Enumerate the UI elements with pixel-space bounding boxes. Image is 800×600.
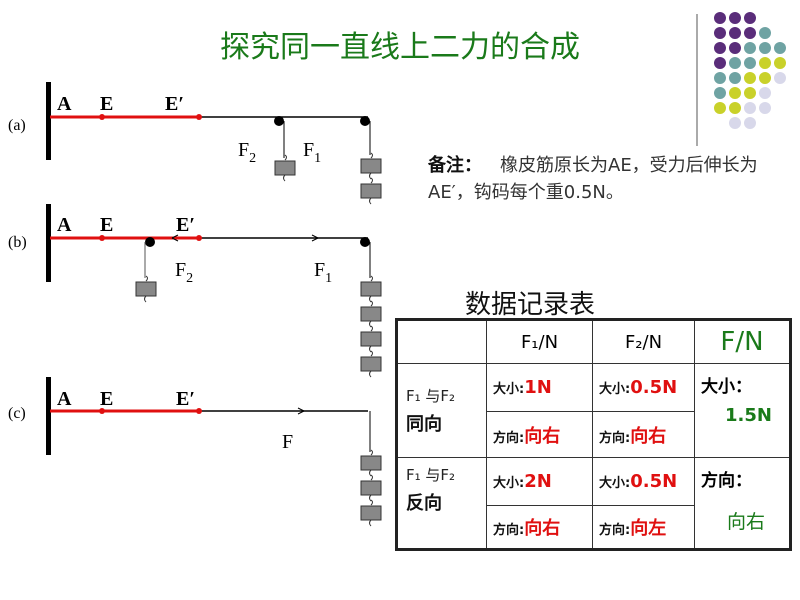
f-direction: 向右 [727,511,766,533]
f2-dir: 向右 [630,425,667,447]
decor-dot [744,87,756,99]
svg-text:(b): (b) [8,234,27,251]
decor-dot [714,57,726,69]
svg-text:F2: F2 [238,139,256,166]
decor-dot [729,72,741,84]
decor-dot [714,102,726,114]
decor-dot [759,102,771,114]
note: 备注：橡皮筋原长为AE，受力后伸长为AE′，钩码每个重0.5N。 [428,152,768,206]
f2-size: 0.5N [630,471,678,492]
diagram-c: (c) A E E′ F [8,377,382,527]
svg-text:E′: E′ [176,214,195,236]
svg-text:A: A [57,388,72,410]
svg-text:(c): (c) [8,405,26,422]
f2-size: 0.5N [630,377,678,398]
decor-dot [759,57,771,69]
svg-text:E′: E′ [165,93,184,115]
decor-dot [759,27,771,39]
decor-dot [759,87,771,99]
table-title: 数据记录表 [464,290,595,320]
decor-dot [744,27,756,39]
svg-text:F: F [282,431,293,453]
f1-size: 2N [524,471,552,492]
decor-dot [714,87,726,99]
decor-dot [759,72,771,84]
note-heading: 备注： [428,155,482,176]
decor-dot [774,42,786,54]
svg-text:F2: F2 [175,259,193,286]
svg-text:F1: F1 [303,139,321,166]
decor-dot [729,117,741,129]
f2-dir: 向左 [630,518,667,539]
f1-dir: 向右 [524,518,561,539]
experiment-diagram: (a) A E E′ F2 F1 (b) A E E′ F2 F1 (c) A … [8,82,382,527]
decor-dot [729,42,741,54]
decor-dot [774,72,786,84]
decor-dot [714,42,726,54]
decor-dot [729,87,741,99]
decor-dot [714,27,726,39]
diagram-b: (b) A E E′ F2 F1 [8,204,382,378]
decor-dot [729,102,741,114]
decor-dot [759,42,771,54]
svg-text:F1: F1 [314,259,332,286]
decor-dot [744,12,756,24]
svg-text:E: E [100,214,113,236]
decor-dot [744,117,756,129]
note-text: 橡皮筋原长为AE，受力后伸长为AE′，钩码每个重0.5N。 [428,155,758,203]
decor-dot [729,12,741,24]
decor-dot [729,57,741,69]
svg-text:(a): (a) [8,117,26,134]
page-title: 探究同一直线上二力的合成 [220,30,580,65]
decor-dot [729,27,741,39]
svg-text:E: E [100,93,113,115]
header-f1: F₁/N [486,319,593,364]
diagram-a: (a) A E E′ F2 F1 [8,82,382,205]
svg-text:A: A [57,214,72,236]
svg-text:E: E [100,388,113,410]
f1-dir: 向右 [524,425,561,447]
decor-dot [744,72,756,84]
decor-dot [774,57,786,69]
f1-size: 1N [524,377,552,398]
decor-dot [744,42,756,54]
decor-dot [714,72,726,84]
decor-dot [714,12,726,24]
decor-dot [744,102,756,114]
svg-text:A: A [57,93,72,115]
svg-text:E′: E′ [176,388,195,410]
f-value: 1.5N [725,405,772,426]
header-f: F/N [694,319,791,364]
decor-dot [744,57,756,69]
header-f2: F₂/N [592,319,695,364]
